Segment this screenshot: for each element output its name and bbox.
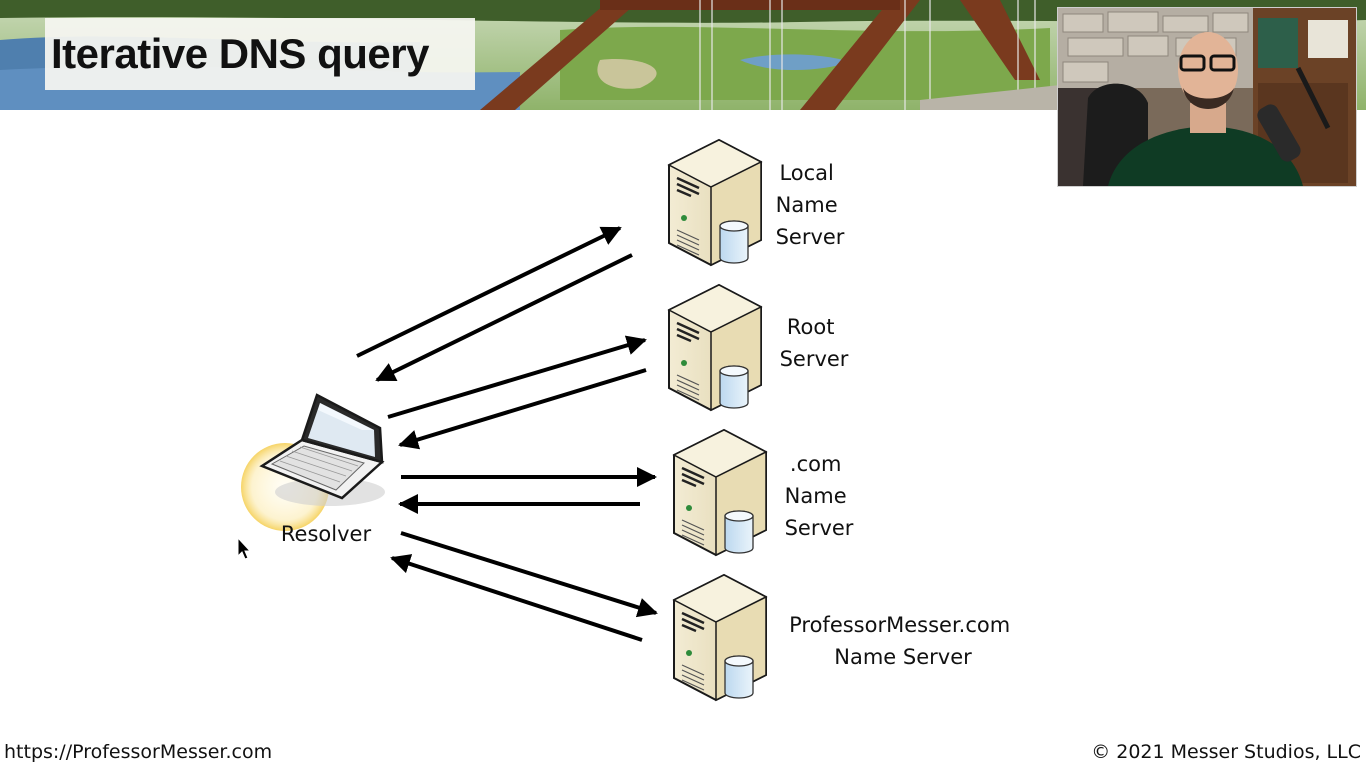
server-icon-root: [667, 283, 763, 412]
arrow-response-local: [375, 253, 633, 382]
arrow-query-professormesser: [400, 531, 658, 618]
laptop-icon: [259, 393, 385, 506]
server-icon-com: [672, 428, 768, 557]
footer-copyright: © 2021 Messer Studios, LLC: [1091, 741, 1361, 763]
diagram-canvas: Local Name Server Root Server .com Name …: [237, 138, 1017, 702]
slide-title-box: Iterative DNS query: [45, 18, 475, 90]
server-label-root: Root Server: [780, 315, 849, 371]
server-icon-local: [667, 138, 763, 267]
server-label-com: .com Name Server: [785, 452, 854, 540]
server-label-professormesser: ProfessorMesser.com Name Server: [789, 613, 1017, 669]
arrow-query-local: [356, 226, 622, 358]
arrow-query-root: [387, 335, 647, 419]
resolver-label: Resolver: [281, 522, 372, 546]
presenter-webcam: [1058, 8, 1356, 186]
mouse-pointer-icon: [237, 536, 252, 560]
presenter-image: [1058, 8, 1356, 186]
arrow-response-root: [398, 368, 647, 450]
slide-title: Iterative DNS query: [51, 30, 429, 77]
footer-url: https://ProfessorMesser.com: [4, 741, 273, 763]
dns-query-diagram: Local Name Server Root Server .com Name …: [0, 110, 1366, 730]
server-label-local: Local Name Server: [776, 161, 845, 249]
server-icon-professormesser: [672, 573, 768, 702]
arrow-response-professormesser: [390, 554, 643, 642]
